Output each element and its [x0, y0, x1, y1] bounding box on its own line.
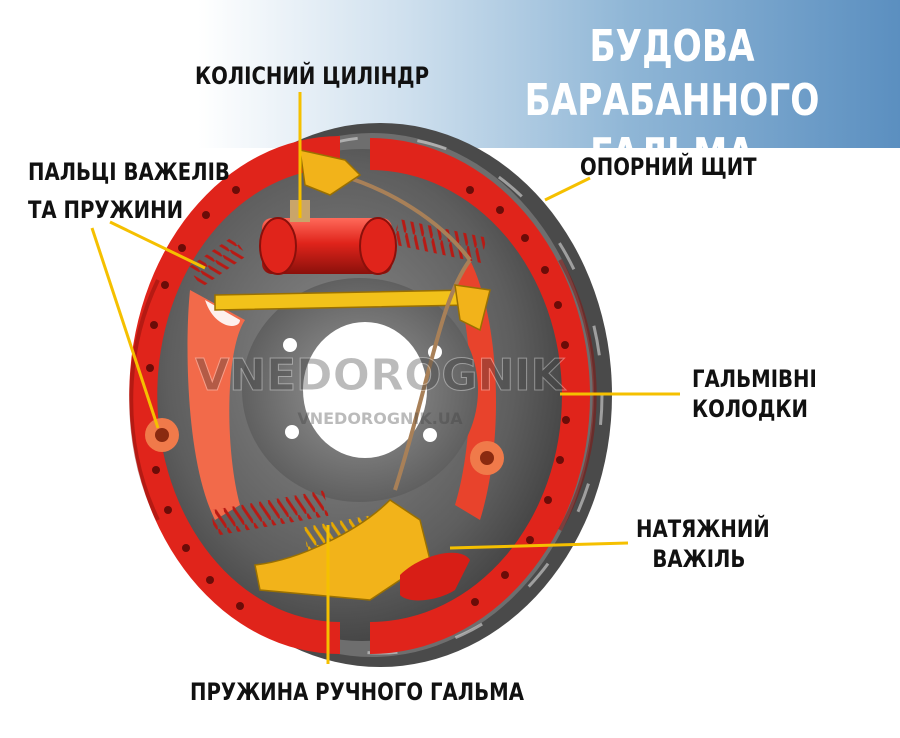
leader-lines	[90, 92, 680, 664]
label-tension-lever: НАТЯЖНИЙ ВАЖІЛЬ	[636, 514, 770, 574]
watermark: VNEDOROGNIK VNEDOROGNIK.UA	[195, 350, 567, 429]
leader-lever-pins-bottom	[90, 227, 160, 429]
label-tension-lever-line-2: ВАЖІЛЬ	[652, 545, 746, 573]
hold-down-pins	[145, 418, 504, 475]
label-handbrake-spring: ПРУЖИНА РУЧНОГО ГАЛЬМА	[190, 678, 524, 706]
title-line-2: ГАЛЬМА	[590, 129, 754, 180]
label-wheel-cylinder: КОЛІСНИЙ ЦИЛІНДР	[195, 62, 430, 90]
watermark-site: VNEDOROGNIK.UA	[297, 409, 463, 428]
page-title: БУДОВА БАРАБАННОГО ГАЛЬМА	[508, 20, 836, 182]
leader-backing-plate	[544, 176, 591, 202]
parking-lever	[254, 149, 491, 601]
label-brake-shoes: ГАЛЬМІВНІ КОЛОДКИ	[692, 364, 817, 424]
label-lever-pins-line-1: ПАЛЬЦІ ВАЖЕЛІВ	[28, 158, 230, 186]
wheel-hub	[242, 278, 478, 502]
connecting-wires	[339, 173, 472, 491]
title-banner	[0, 0, 900, 148]
label-tension-lever-line-1: НАТЯЖНИЙ	[636, 515, 770, 543]
leader-lever-pins-top	[109, 220, 206, 270]
label-brake-shoes-line-2: КОЛОДКИ	[692, 395, 808, 423]
label-lever-pins-line-2: ТА ПРУЖИНИ	[28, 196, 184, 224]
leader-tension-lever	[449, 541, 629, 550]
tension-lever-part	[400, 552, 470, 601]
label-lever-pins-springs: ПАЛЬЦІ ВАЖЕЛІВ ТА ПРУЖИНИ	[28, 153, 230, 229]
lining-rivets	[146, 186, 570, 610]
watermark-logo: VNEDOROGNIK	[195, 350, 566, 401]
label-brake-shoes-line-1: ГАЛЬМІВНІ	[692, 365, 817, 393]
label-backing-plate: ОПОРНИЙ ЩИТ	[580, 153, 757, 181]
title-line-1: БУДОВА БАРАБАННОГО	[524, 21, 820, 126]
